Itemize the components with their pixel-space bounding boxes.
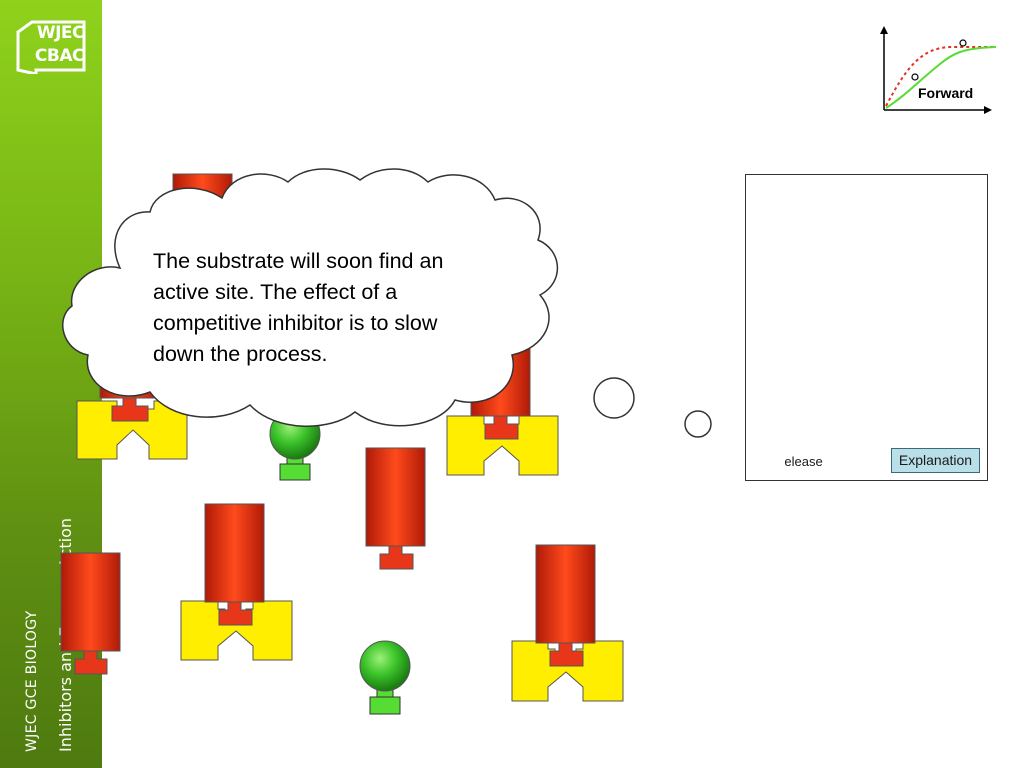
thought-bubble-text: The substrate will soon find an active s… [153, 249, 444, 366]
logo-line-1: WJEC [36, 23, 85, 43]
substrate [365, 447, 426, 570]
forward-label[interactable]: Forward [918, 85, 974, 101]
sidebar: WJEC CBAC WJEC GCE BIOLOGY Inhibitors an… [0, 0, 102, 768]
enzyme [180, 600, 293, 661]
thought-cloud [62, 168, 712, 438]
rate-graph-icon[interactable] [880, 26, 997, 114]
substrate [535, 544, 596, 667]
enzyme [511, 640, 624, 702]
controls-panel [745, 174, 988, 481]
competitive-inhibitor [359, 640, 411, 715]
substrate [204, 503, 265, 626]
release-label: Release [785, 454, 823, 469]
substrate [60, 552, 121, 675]
logo-line-2: CBAC [34, 46, 85, 66]
release-button[interactable]: Release [785, 452, 827, 472]
explanation-button[interactable]: Explanation [891, 448, 980, 473]
wjec-logo: WJEC CBAC [14, 18, 88, 76]
